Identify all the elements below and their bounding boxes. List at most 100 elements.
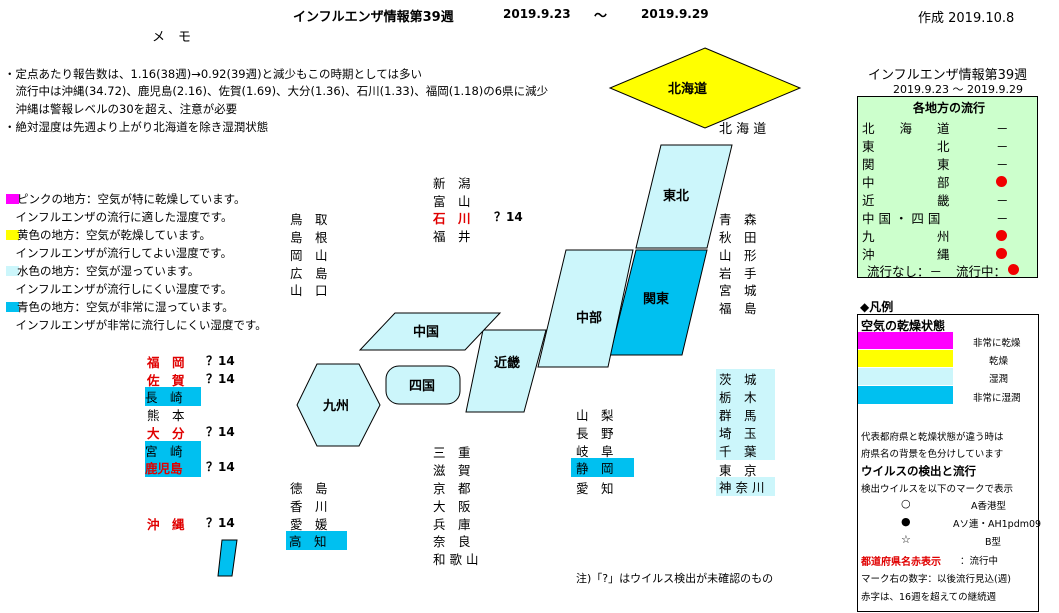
- summary-row: 北 海 道－: [862, 118, 1032, 136]
- summary-region: 九 州: [862, 229, 950, 244]
- date-tilde: ～: [594, 9, 608, 24]
- region-shikoku: [385, 365, 461, 405]
- status-none: －: [996, 211, 1009, 226]
- pref-hokkaido: 北 海 道: [719, 122, 767, 137]
- summary-row: 九 州: [862, 226, 1032, 244]
- mark-fukuoka: ？14: [206, 354, 235, 368]
- pref-oita: 大 分: [147, 426, 185, 441]
- pref-iwate: 岩 手: [719, 266, 757, 281]
- legend-yellow-desc: インフルエンザが流行してよい湿度です。: [4, 246, 233, 260]
- air-humid: 湿潤: [989, 374, 1009, 385]
- pref-fukuoka: 福 岡: [147, 355, 185, 370]
- legend-pink-desc: インフルエンザの流行に適した湿度です。: [4, 210, 233, 224]
- pref-tokushima: 徳 島: [290, 481, 328, 496]
- summary-dates: 2019.9.23 ～ 2019.9.29: [893, 83, 1023, 96]
- summary-region: 中 国 ・ 四 国: [862, 211, 941, 226]
- pref-aomori: 青 森: [719, 212, 757, 227]
- region-kyushu-label: 九州: [322, 399, 349, 414]
- legend-pink-title: ピンクの地方：空気が特に乾燥しています。: [17, 192, 246, 206]
- pref-ehime: 愛 媛: [290, 517, 328, 532]
- virus-b: B型: [985, 537, 1002, 548]
- pref-nagano: 長 野: [576, 426, 614, 441]
- memo-line: ・定点あたり報告数は、1.16(38週)→0.92(39週)と減少もこの時期とし…: [4, 67, 422, 81]
- num-desc: マーク右の数字：以後流行見込(週): [861, 574, 1011, 585]
- pref-fukui: 福 井: [433, 229, 471, 244]
- legend-box: 空気の乾燥状態 非常に乾燥 乾燥 湿潤 非常に湿潤 代表都府県と乾燥状態が違う時…: [857, 314, 1042, 612]
- pref-kyoto: 京 都: [433, 481, 471, 496]
- legend-none: 流行なし：－: [867, 264, 943, 279]
- pref-chiba: 千 葉: [716, 441, 775, 460]
- red-char-desc: 赤字は、16週を超えての継続週: [861, 592, 997, 603]
- region-kinki-label: 近畿: [494, 355, 520, 371]
- memo-line: ・絶対湿度は先週より上がり北海道を除き湿潤状態: [4, 120, 269, 134]
- note-2: 府県名の背景を色分けしています: [861, 449, 1004, 460]
- virus-heading: ウイルスの検出と流行: [861, 464, 976, 478]
- pref-shiga: 滋 賀: [433, 463, 471, 478]
- virus-h3n2: A香港型: [971, 501, 1006, 512]
- pref-miyazaki: 宮 崎: [145, 441, 201, 460]
- status-none: －: [996, 139, 1009, 154]
- mark-kagoshima: ？14: [206, 460, 235, 474]
- air-dry: 乾燥: [989, 356, 1009, 367]
- legend-heading: ◆凡例: [860, 300, 894, 314]
- pref-saitama: 埼 玉: [716, 423, 775, 442]
- legend-blue-desc: インフルエンザが非常に流行しにくい湿度です。: [4, 318, 267, 332]
- mark-okinawa: ？14: [206, 516, 235, 530]
- status-none: －: [996, 157, 1009, 172]
- summary-region: 北 海 道: [862, 121, 950, 136]
- summary-row: 沖 縄: [862, 244, 1032, 262]
- pref-yamaguchi: 山 口: [290, 283, 328, 298]
- red-desc: ：流行中: [960, 556, 999, 567]
- region-okinawa: [217, 539, 238, 577]
- pref-tochigi: 栃 木: [716, 387, 775, 406]
- pref-kagoshima: 鹿児島: [145, 458, 201, 477]
- summary-heading: 各地方の流行: [913, 101, 986, 115]
- pref-kumamoto: 熊 本: [147, 408, 185, 423]
- region-kyushu: [296, 363, 381, 447]
- summary-region: 中 部: [862, 175, 950, 190]
- pref-tokyo: 東 京: [719, 463, 757, 478]
- legend-active: 流行中：: [956, 264, 1007, 279]
- report-title: インフルエンザ情報第39週: [293, 10, 454, 25]
- pref-yamagata: 山 形: [719, 248, 757, 263]
- legend-blue-title: 青色の地方：空気が非常に湿っています。: [17, 300, 234, 314]
- region-chubu: [537, 249, 634, 368]
- region-chugoku-label: 中国: [413, 324, 439, 340]
- mark-oita: ？14: [206, 425, 235, 439]
- pref-nara: 奈 良: [433, 534, 471, 549]
- summary-region: 東 北: [862, 139, 950, 154]
- pref-ishikawa: 石 川: [433, 211, 471, 226]
- pref-niigata: 新 潟: [433, 176, 471, 191]
- type-b-icon: ☆: [901, 533, 911, 546]
- region-tohoku-label: 東北: [663, 188, 689, 204]
- pref-ibaraki: 茨 城: [716, 369, 775, 388]
- virus-h1n1: Aソ連・AH1pdm09: [953, 519, 1042, 530]
- swatch-humid: [858, 368, 953, 385]
- pink-swatch: [6, 194, 19, 204]
- legend-yellow-title: 黄色の地方：空気が乾燥しています。: [17, 228, 212, 242]
- active-dot-icon: [996, 248, 1007, 259]
- active-dot-icon: [1008, 264, 1019, 275]
- red-label: 都道府県名赤表示: [861, 557, 941, 568]
- pref-kagawa: 香 川: [290, 499, 328, 514]
- pref-shizuoka: 静 岡: [571, 458, 634, 477]
- pref-nagasaki: 長 崎: [145, 387, 201, 406]
- memo-line: 流行中は沖縄(34.72)、鹿児島(2.16)、佐賀(1.69)、大分(1.36…: [4, 84, 549, 98]
- status-none: －: [996, 193, 1009, 208]
- pref-fukushima: 福 島: [719, 301, 757, 316]
- air-very-humid: 非常に湿潤: [973, 393, 1021, 404]
- summary-region: 関 東: [862, 157, 950, 172]
- note-1: 代表都府県と乾燥状態が違う時は: [861, 432, 1004, 443]
- air-very-dry: 非常に乾燥: [973, 338, 1021, 349]
- yellow-swatch: [6, 230, 19, 240]
- region-chugoku: [358, 312, 502, 351]
- active-dot-icon: [996, 230, 1007, 241]
- region-kanto-label: 関東: [643, 291, 669, 307]
- created-date: 作成 2019.10.8: [918, 11, 1015, 26]
- region-hokkaido: [608, 47, 802, 129]
- virus-desc: 検出ウイルスを以下のマークで表示: [861, 484, 1014, 495]
- region-tohoku: [635, 144, 733, 249]
- pref-miyagi: 宮 城: [719, 283, 757, 298]
- active-dot-icon: [996, 176, 1007, 187]
